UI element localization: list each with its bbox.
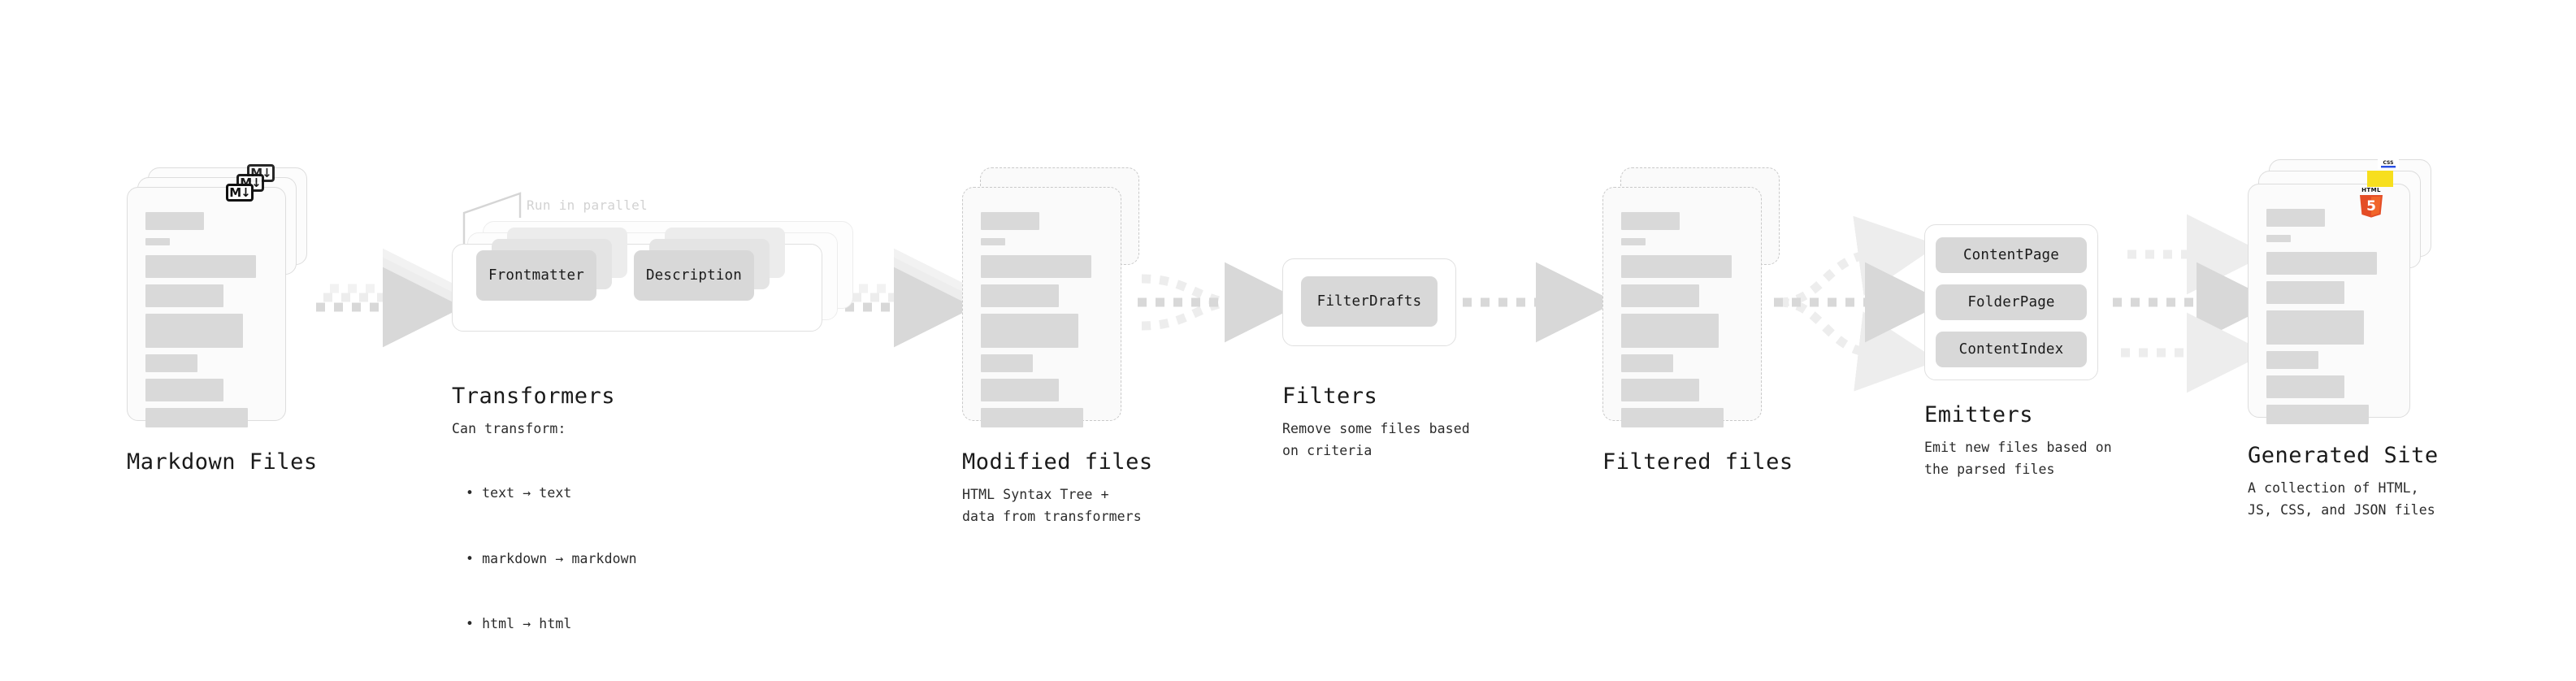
stage-title-filtered-files: Filtered files: [1602, 449, 1793, 475]
filtered-doc-front: [1602, 187, 1762, 427]
connector-md-to-transformers: [316, 248, 463, 348]
svg-text:5: 5: [2366, 198, 2376, 215]
chip-description[interactable]: Description: [634, 250, 754, 301]
generated-site-desc: A collection of HTML, JS, CSS, and JSON …: [2248, 480, 2435, 518]
svg-text:HTML: HTML: [2361, 187, 2381, 193]
stage-title-filters: Filters: [1282, 384, 1378, 409]
run-in-parallel-label: Run in parallel: [527, 197, 648, 213]
chip-folderpage[interactable]: FolderPage: [1936, 284, 2087, 320]
modified-files-desc: HTML Syntax Tree + data from transformer…: [962, 487, 1142, 524]
css3-icon: CSS: [2378, 158, 2399, 169]
stage-title-emitters: Emitters: [1924, 402, 2034, 427]
chip-frontmatter[interactable]: Frontmatter: [476, 250, 596, 301]
connector-modified-to-filters: [1138, 262, 1305, 343]
modified-doc-front: [962, 187, 1121, 427]
svg-text:CSS: CSS: [2383, 160, 2394, 166]
stage-title-markdown-files: Markdown Files: [127, 449, 318, 475]
transform-bullet-1: • markdown → markdown: [466, 550, 637, 566]
transformers-desc: Can transform:: [452, 421, 566, 436]
connector-emitters-to-site: [2113, 214, 2277, 393]
stage-title-modified-files: Modified files: [962, 449, 1153, 475]
transform-bullet-0: • text → text: [466, 485, 572, 501]
transformers-bullets: • text → text • markdown → markdown • ht…: [466, 440, 637, 679]
connector-filtered-to-emitters: [1774, 215, 1945, 392]
html5-icon: HTML 5: [2357, 185, 2386, 219]
transform-bullet-2: • html → html: [466, 615, 572, 631]
javascript-icon: [2367, 171, 2393, 187]
chip-contentindex[interactable]: ContentIndex: [1936, 332, 2087, 367]
chip-filterdrafts[interactable]: FilterDrafts: [1301, 276, 1438, 327]
stage-title-transformers: Transformers: [452, 384, 616, 409]
emitters-desc: Emit new files based on the parsed files: [1924, 440, 2112, 477]
site-doc-front: [2248, 184, 2410, 424]
stage-title-generated-site: Generated Site: [2248, 443, 2439, 468]
chip-contentpage[interactable]: ContentPage: [1936, 237, 2087, 273]
markdown-doc-front: [127, 187, 286, 427]
filters-desc: Remove some files based on criteria: [1282, 421, 1470, 458]
markdown-badge-front: M↓: [226, 184, 254, 202]
